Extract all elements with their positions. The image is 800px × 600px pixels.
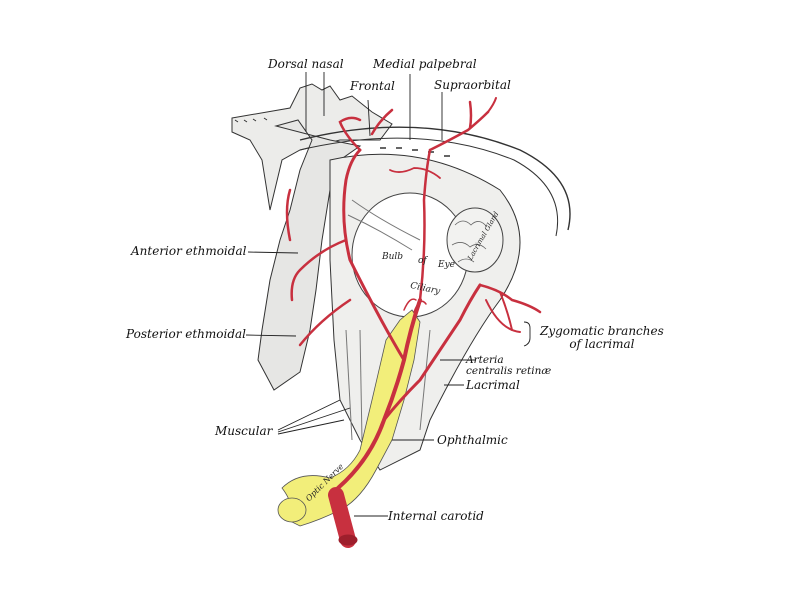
leader-lines (245, 72, 531, 517)
label-internal-carotid: Internal carotid (388, 509, 484, 523)
label-frontal: Frontal (350, 79, 395, 93)
label-ophthalmic: Ophthalmic (437, 433, 508, 447)
label-anterior-ethmoidal: Anterior ethmoidal (131, 244, 247, 258)
label-posterior-ethmoidal: Posterior ethmoidal (126, 327, 247, 341)
label-medial-palpebral: Medial palpebral (373, 57, 477, 71)
inner-label-eye: Eye (438, 260, 455, 270)
label-arteria-line1: Arteria (466, 354, 504, 366)
inner-label-of: of (418, 256, 427, 266)
label-zygomatic-line1: Zygomatic branches (540, 324, 664, 338)
label-zygomatic-line2: of lacrimal (569, 336, 635, 351)
label-zygomatic-branches: Zygomatic branches of lacrimal (540, 325, 664, 350)
label-arteria-line2: centralis retinæ (466, 365, 552, 378)
label-lacrimal: Lacrimal (466, 378, 520, 392)
inner-label-bulb: Bulb (382, 252, 404, 262)
label-muscular: Muscular (215, 424, 273, 438)
optic-nerve (277, 309, 421, 527)
bone-structures (231, 83, 571, 471)
label-arteria-centralis-retinae: Arteria centralis retinæ (466, 354, 552, 378)
label-dorsal-nasal: Dorsal nasal (268, 57, 344, 71)
arteries (285, 97, 542, 548)
label-supraorbital: Supraorbital (434, 78, 511, 92)
